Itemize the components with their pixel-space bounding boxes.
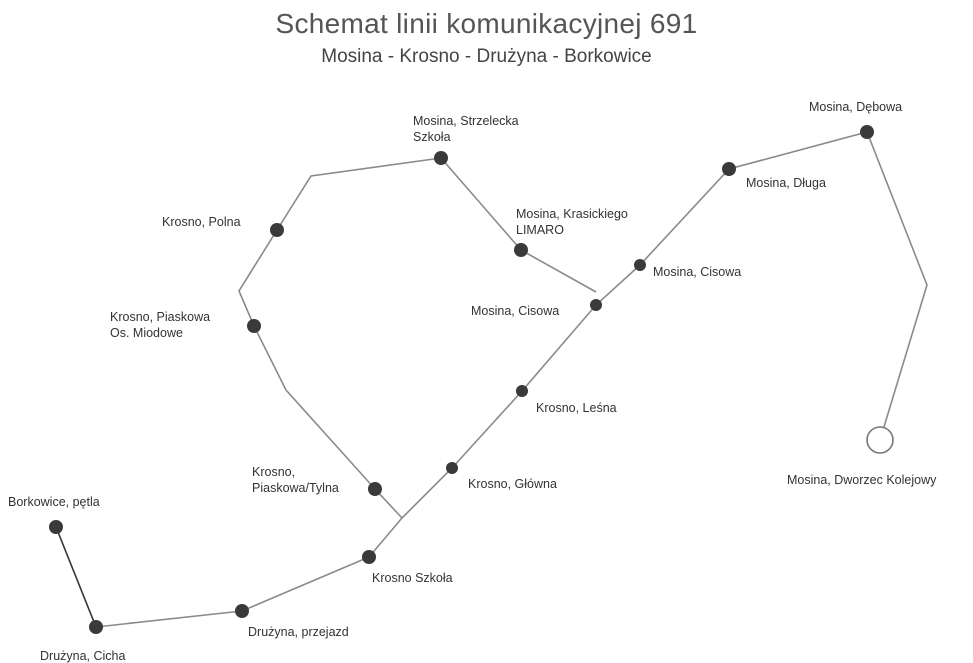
stop-mosina-cisowa-e[interactable]	[634, 259, 646, 271]
stop-druzyna-przejazd[interactable]	[235, 604, 249, 618]
label-krosno-szkola: Krosno Szkoła	[372, 571, 453, 585]
stop-mosina-dworzec-terminal[interactable]	[866, 426, 894, 454]
route-segment-borkowice-druzyna	[55, 526, 97, 628]
route-lines	[55, 131, 928, 628]
stop-krosno-szkola[interactable]	[362, 550, 376, 564]
route-segment-main-diagonal	[401, 131, 928, 519]
label-mosina-debowa: Mosina, Dębowa	[809, 100, 902, 114]
label-krosno-polna: Krosno, Polna	[162, 215, 241, 229]
stop-krosno-piaskowa-tylna[interactable]	[368, 482, 382, 496]
stop-krosno-polna[interactable]	[270, 223, 284, 237]
stop-mosina-krasickiego[interactable]	[514, 243, 528, 257]
label-druzyna-cicha: Drużyna, Cicha	[40, 649, 125, 663]
label-mosina-dworzec: Mosina, Dworzec Kolejowy	[787, 473, 937, 487]
route-segment-druzyna-przejazd	[95, 610, 243, 628]
label-krosno-piaskowa-tylna: Krosno,Piaskowa/Tylna	[252, 465, 339, 495]
stop-krosno-piaskowa[interactable]	[247, 319, 261, 333]
label-borkowice-petla: Borkowice, pętla	[8, 495, 100, 509]
route-segment-przejazd-szkola	[241, 556, 370, 612]
route-segment-west-loop	[238, 157, 442, 519]
label-mosina-cisowa-e: Mosina, Cisowa	[653, 265, 741, 279]
stop-mosina-dluga[interactable]	[722, 162, 736, 176]
label-druzyna-przejazd: Drużyna, przejazd	[248, 625, 349, 639]
stop-mosina-strzelecka[interactable]	[434, 151, 448, 165]
stop-labels: Borkowice, pętla Drużyna, Cicha Drużyna,…	[8, 100, 937, 663]
stop-mosina-cisowa-w[interactable]	[590, 299, 602, 311]
stops	[49, 125, 894, 634]
stop-krosno-glowna[interactable]	[446, 462, 458, 474]
stop-mosina-debowa[interactable]	[860, 125, 874, 139]
route-segment-szkola-junction	[368, 517, 403, 558]
stop-borkowice-petla[interactable]	[49, 520, 63, 534]
diagram-title: Schemat linii komunikacyjnej 691	[275, 8, 698, 39]
stop-krosno-lesna[interactable]	[516, 385, 528, 397]
label-mosina-dluga: Mosina, Długa	[746, 176, 826, 190]
diagram-subtitle: Mosina - Krosno - Drużyna - Borkowice	[321, 46, 652, 67]
label-krosno-glowna: Krosno, Główna	[468, 477, 557, 491]
stop-druzyna-cicha[interactable]	[89, 620, 103, 634]
label-krosno-lesna: Krosno, Leśna	[536, 401, 617, 415]
label-mosina-cisowa-w: Mosina, Cisowa	[471, 304, 559, 318]
